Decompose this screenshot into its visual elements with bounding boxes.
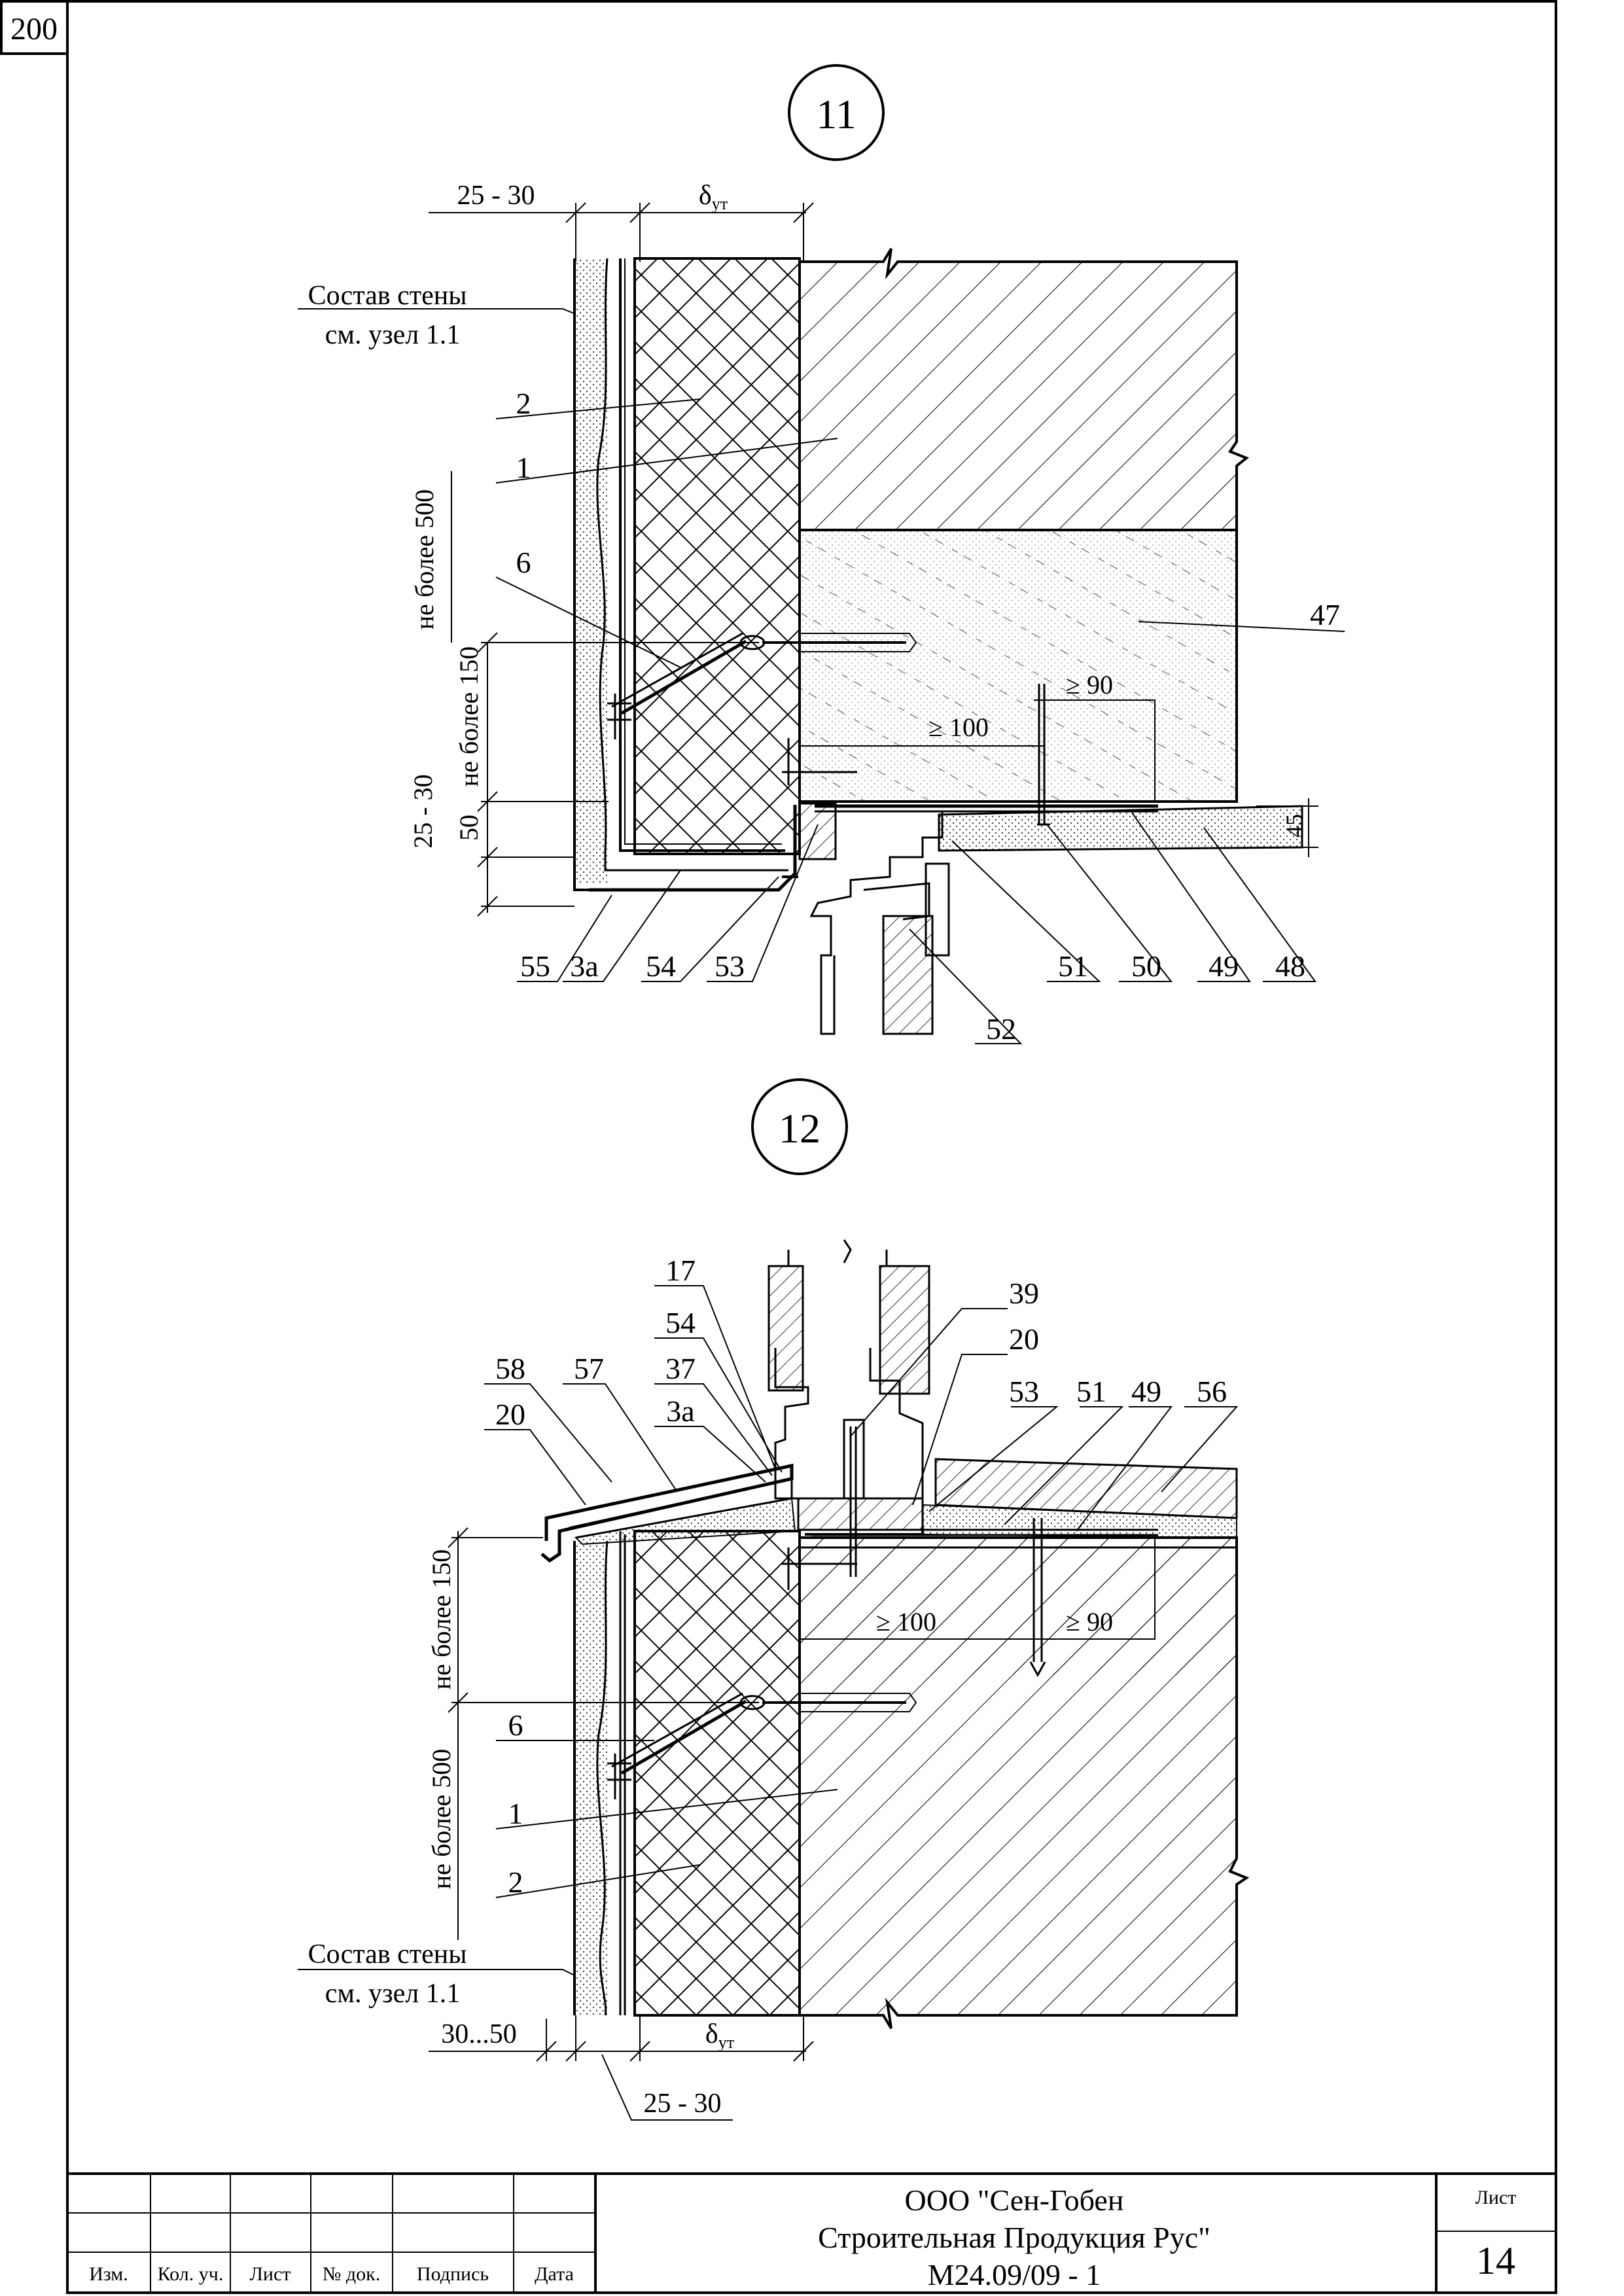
node-11-circle (788, 64, 885, 161)
node11-wall-note-2: см. узел 1.1 (325, 320, 460, 350)
tb-col-kol-uch: Кол. уч. (158, 2263, 224, 2285)
node11-label-47: 47 (1310, 598, 1340, 631)
concrete-wall-upper (798, 247, 1249, 531)
node11-label-50: 50 (1131, 949, 1161, 983)
node11-dim-top-right: δут (699, 181, 728, 213)
node12-dim-bottom-below: 25 - 30 (644, 2089, 722, 2119)
node12-label-58: 58 (495, 1352, 525, 1385)
node11-label-2: 2 (516, 387, 531, 420)
node12-label-37: 37 (665, 1352, 696, 1385)
concrete-wall-top (798, 1538, 1238, 1549)
node11-dim-ge100: ≥ 100 (928, 713, 989, 742)
tb-company-line2: Строительная Продукция Рус" (818, 2221, 1210, 2254)
node12-wall-note-1: Состав стены (308, 1939, 467, 1969)
insulation-layer-2 (633, 257, 801, 855)
node12-label-51: 51 (1076, 1375, 1106, 1408)
window-frame-profile (809, 810, 944, 1035)
tb-doc-code: М24.09/09 - 1 (928, 2258, 1101, 2291)
node11-label-54: 54 (646, 949, 676, 983)
node12-label-20-left: 20 (495, 1398, 525, 1431)
node12-label-39: 39 (1009, 1277, 1039, 1310)
node12-label-1: 1 (508, 1797, 523, 1830)
tb-company-line1: ООО "Сен-Гобен (905, 2183, 1124, 2217)
tb-col-date: Дата (535, 2263, 574, 2285)
title-block: Изм. Кол. уч. Лист № док. Подпись Дата О… (67, 2172, 1556, 2293)
node12-wall-note-2: см. узел 1.1 (325, 1979, 460, 2009)
slope-mortar-48 (938, 805, 1303, 852)
node12-dim-max150: не более 150 (427, 1549, 456, 1689)
tb-sheet-label: Лист (1475, 2187, 1517, 2208)
sheet-frame (0, 0, 1557, 2294)
sheet-corner-number: 200 (10, 12, 58, 46)
node11-label-51: 51 (1058, 949, 1088, 983)
node12-dim-max500: не более 500 (427, 1749, 456, 1889)
node12-label-6: 6 (508, 1708, 523, 1742)
node-11: 11 (298, 64, 1345, 1046)
node12-dim-ge100: ≥ 100 (876, 1607, 936, 1636)
node11-label-3a: 3а (570, 949, 598, 983)
node11-dim-25-30: 25 - 30 (408, 774, 438, 848)
node12-label-49: 49 (1131, 1375, 1161, 1408)
node-12-circle (751, 1078, 848, 1175)
tb-col-doc-no: № док. (323, 2263, 380, 2285)
node12-label-57: 57 (574, 1352, 604, 1385)
node11-dim-ge90: ≥ 90 (1066, 670, 1113, 699)
node-12-number: 12 (779, 1105, 821, 1152)
node11-label-48: 48 (1275, 949, 1305, 983)
node12-label-53: 53 (1009, 1375, 1039, 1408)
node11-label-52: 52 (986, 1012, 1016, 1046)
node11-dim-max500: не более 500 (410, 489, 439, 629)
tb-col-list: Лист (250, 2263, 291, 2285)
node11-dim-top-left: 25 - 30 (457, 181, 535, 211)
node11-dim-45: 45 (1281, 814, 1307, 838)
node12-label-17: 17 (665, 1254, 696, 1287)
tb-col-signature: Подпись (417, 2263, 489, 2285)
node12-dim-bottom-right: δут (705, 2019, 734, 2052)
node12-dim-ge90: ≥ 90 (1066, 1607, 1113, 1636)
node11-label-55: 55 (520, 949, 550, 983)
node11-label-49: 49 (1209, 949, 1239, 983)
tb-col-izm: Изм. (89, 2263, 128, 2285)
insulation-layer-2-lower (633, 1530, 801, 2017)
node11-label-6: 6 (516, 546, 531, 579)
tb-sheet-number: 14 (1476, 2239, 1515, 2282)
node-11-number: 11 (816, 91, 856, 137)
node11-dim-max150: не более 150 (454, 646, 484, 786)
node12-label-20-right: 20 (1009, 1322, 1039, 1356)
node12-label-2: 2 (508, 1865, 523, 1899)
node12-label-3a: 3а (666, 1394, 694, 1428)
node-12: 12 (298, 1078, 1250, 2121)
node11-wall-note-1: Состав стены (308, 281, 467, 311)
node12-label-54: 54 (665, 1306, 696, 1339)
node12-dim-bottom-left: 30...50 (441, 2019, 517, 2049)
node11-dim-50: 50 (454, 815, 484, 841)
render-layer (574, 258, 607, 883)
node11-label-53: 53 (715, 949, 745, 983)
node11-label-1: 1 (516, 451, 531, 484)
node12-label-56: 56 (1197, 1375, 1227, 1408)
